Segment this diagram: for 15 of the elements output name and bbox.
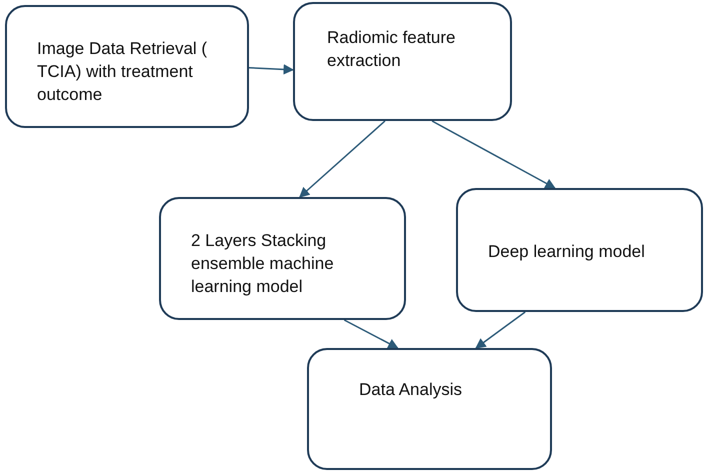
process-box <box>293 2 512 121</box>
arrow <box>248 64 294 75</box>
box-label: Deep learning model <box>488 241 646 263</box>
process-box <box>307 348 552 470</box>
box-label: Image Data Retrieval ( TCIA) with treatment outcome <box>37 38 208 106</box>
box-label: Data Analysis <box>359 379 463 401</box>
process-box <box>456 188 703 312</box>
arrow <box>475 311 526 349</box>
arrow <box>432 120 556 189</box>
process-box <box>159 197 406 320</box>
box-label: 2 Layers Stacking ensemble machine learning model <box>191 230 335 298</box>
process-box <box>5 5 249 128</box>
box-label: Radiomic feature extraction <box>327 27 457 72</box>
arrow <box>299 120 386 198</box>
arrow <box>344 319 399 349</box>
